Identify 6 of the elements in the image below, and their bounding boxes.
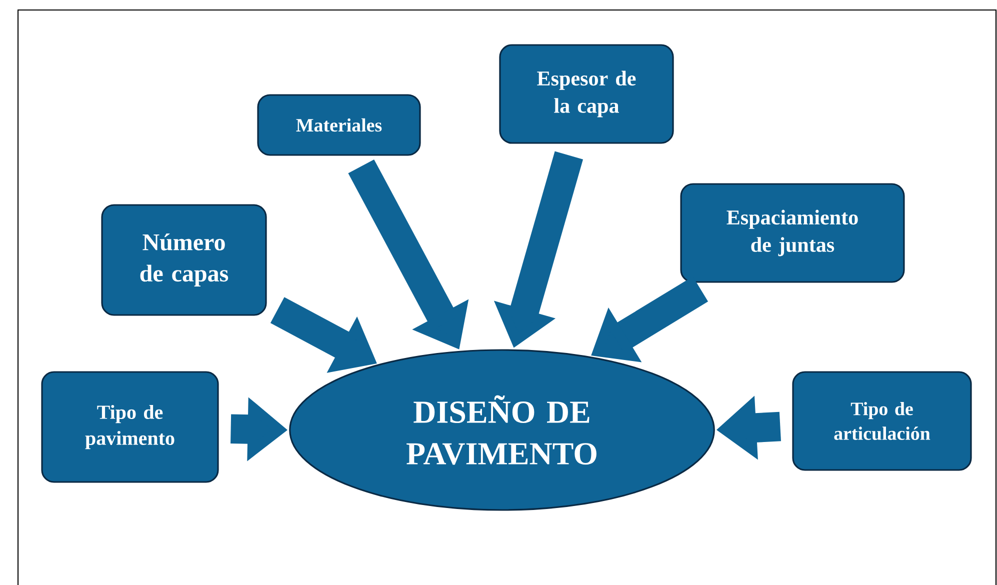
topic-box: Espesor de la capa [499, 44, 674, 144]
topic-box: Materiales [257, 94, 421, 156]
topic-box: Número de capas [101, 204, 267, 316]
topic-box: Espaciamiento de juntas [680, 183, 905, 283]
topic-box: Tipo de pavimento [41, 371, 219, 483]
topic-box: Tipo de articulación [792, 371, 972, 471]
